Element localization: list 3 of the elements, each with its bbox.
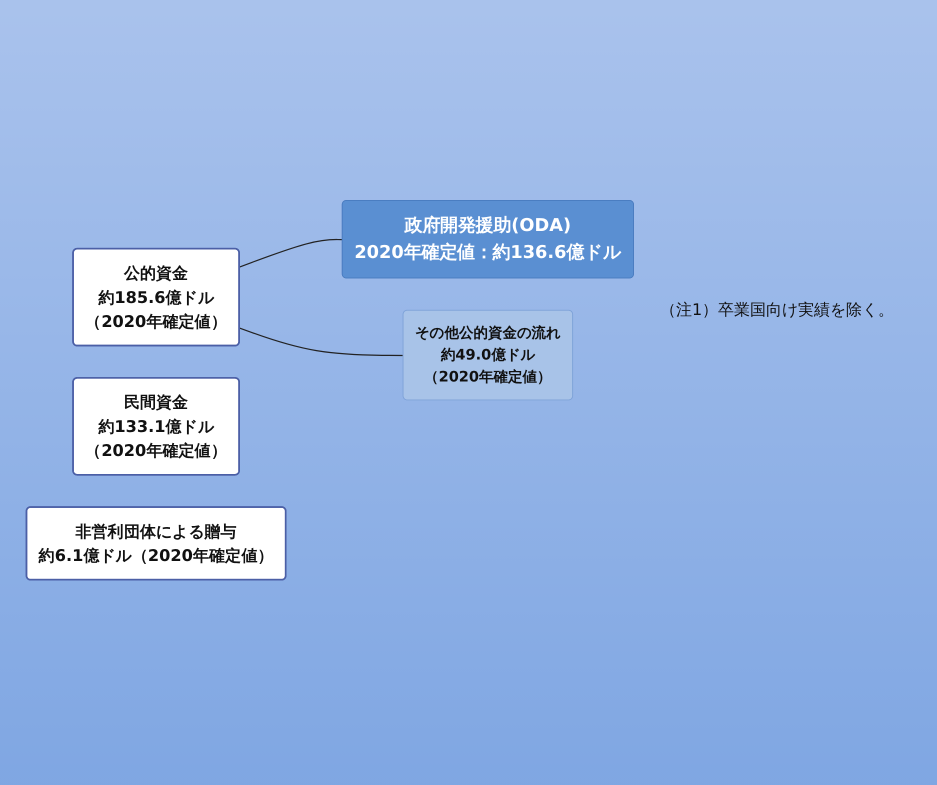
note-text: （注1）卒業国向け実績を除く。 <box>660 300 896 321</box>
connector <box>239 327 404 356</box>
connector <box>239 238 343 268</box>
